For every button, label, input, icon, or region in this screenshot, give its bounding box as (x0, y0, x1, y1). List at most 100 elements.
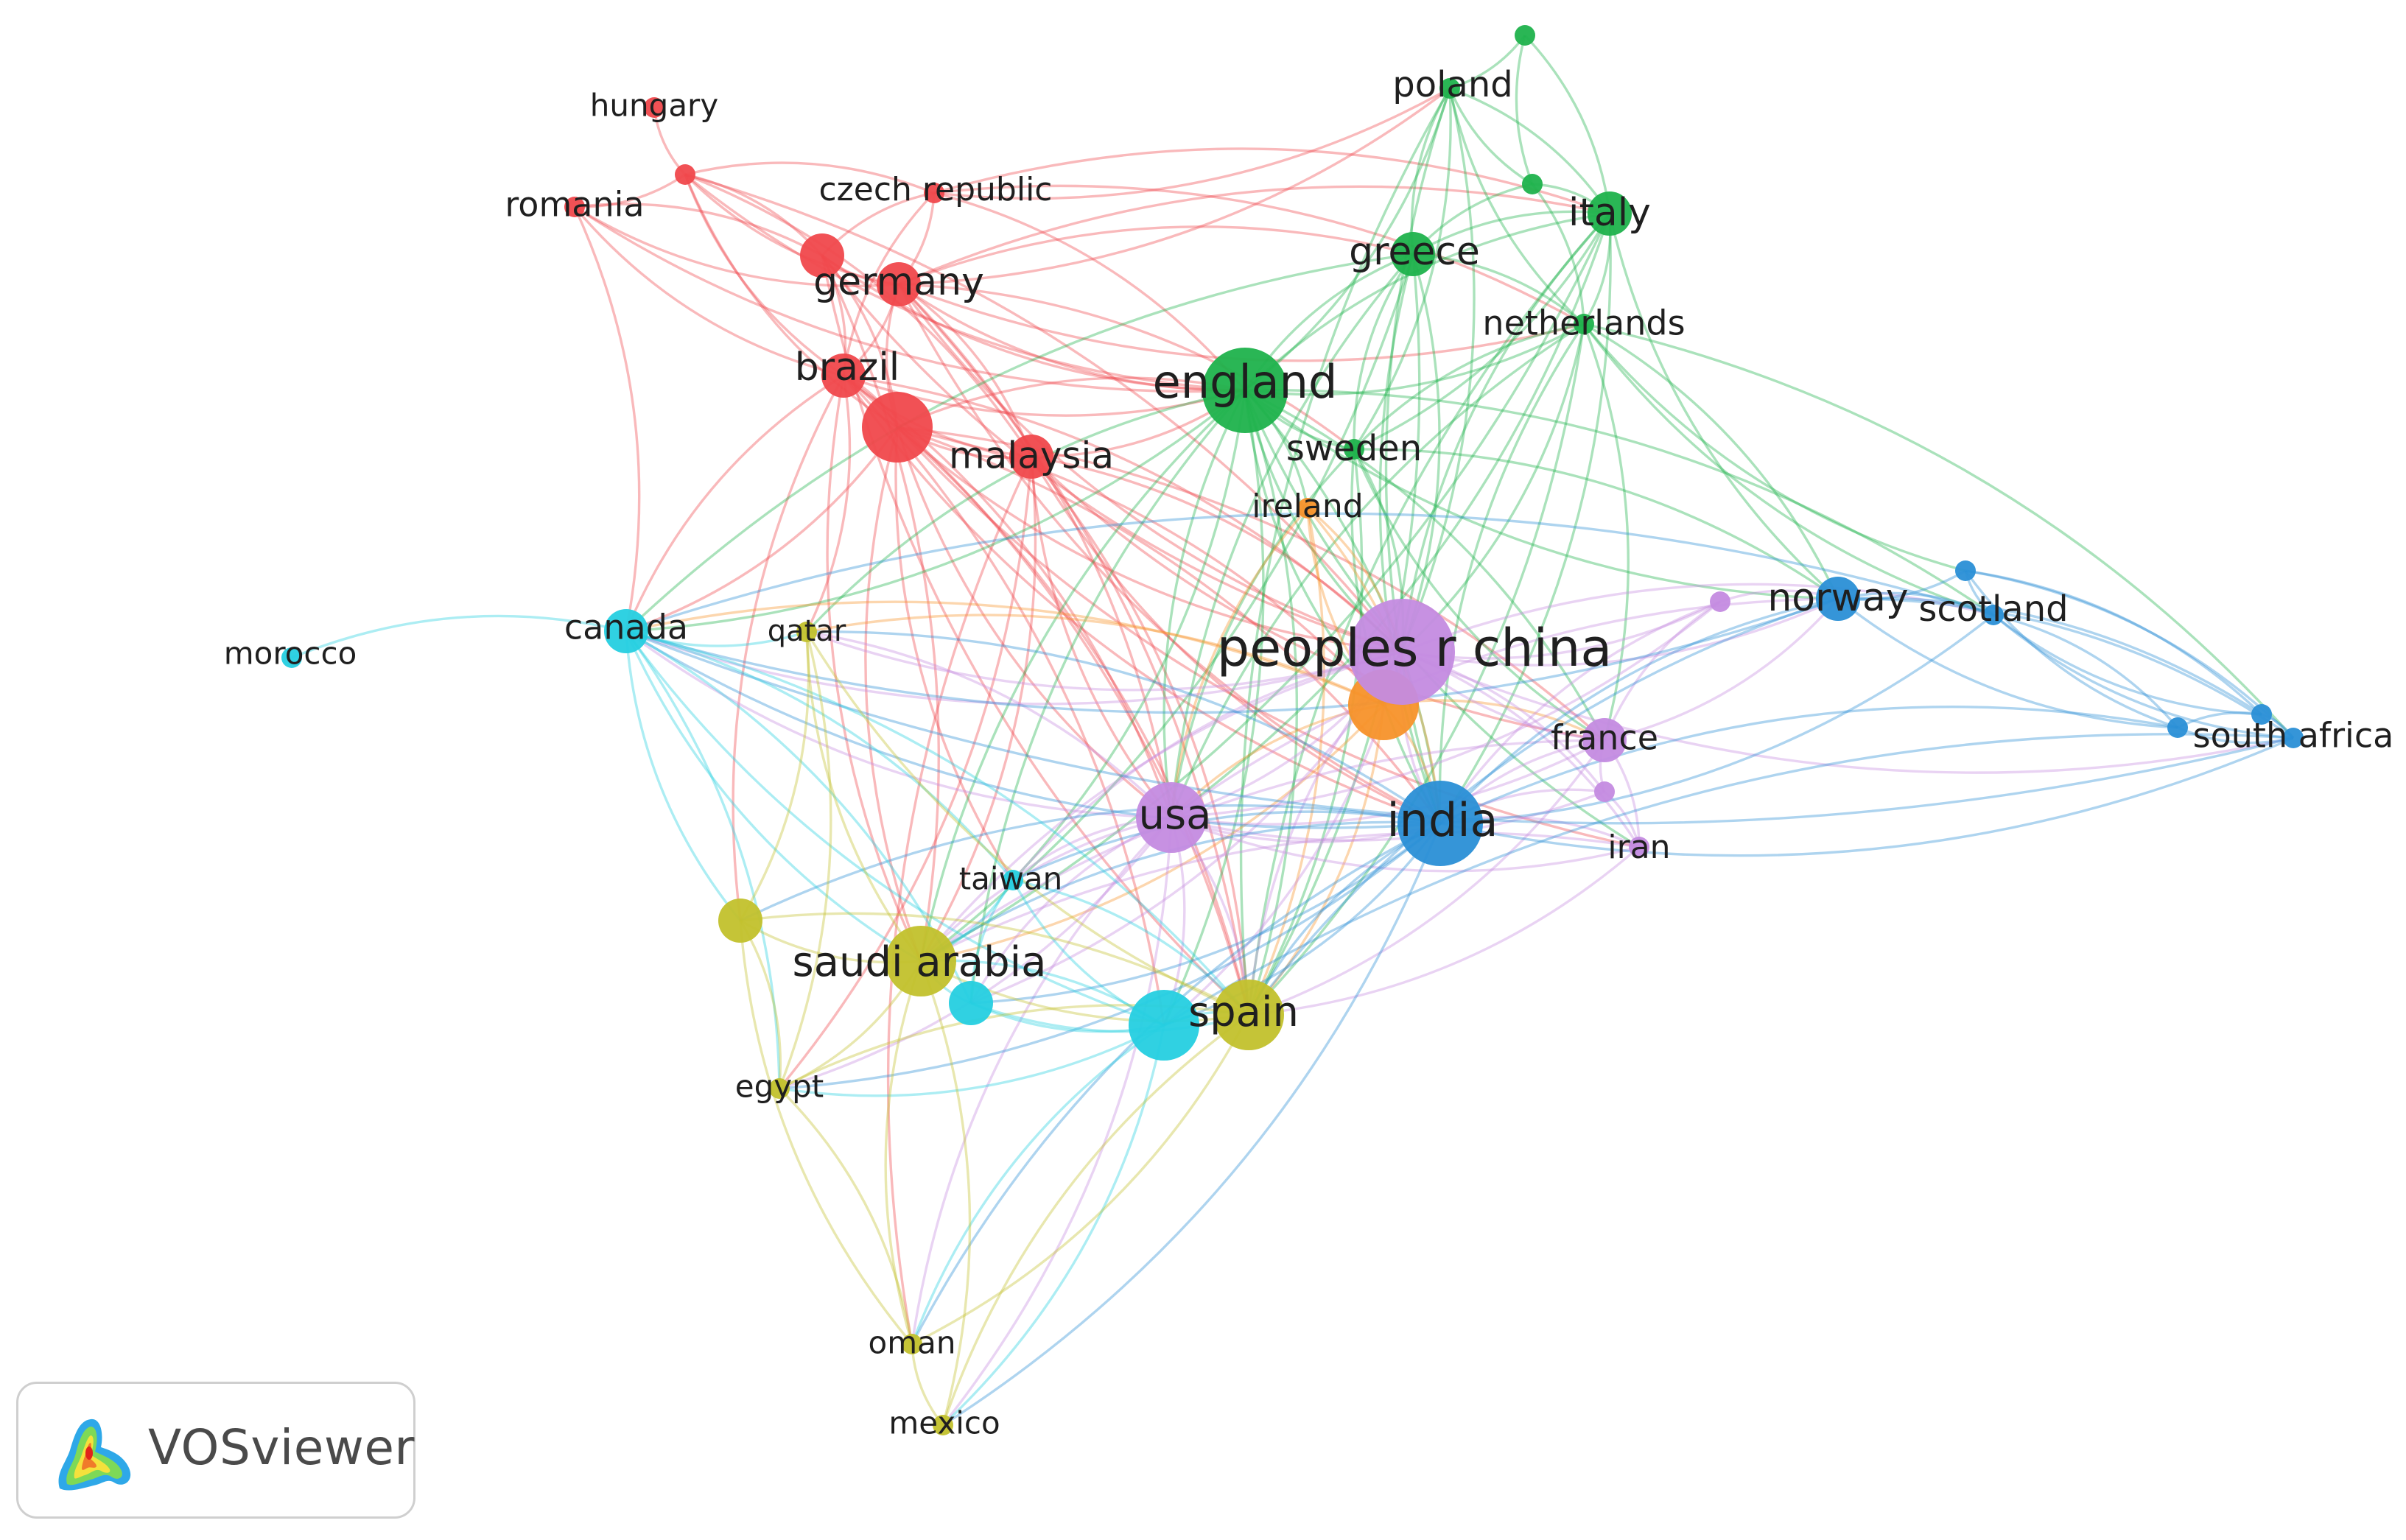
link-south_africa-india (1439, 736, 2294, 857)
node-label-saudi-arabia[interactable]: saudi arabia (793, 938, 1047, 986)
node-greece[interactable] (1391, 232, 1435, 276)
node-label-germany[interactable]: germany (813, 260, 984, 304)
node-italy[interactable] (1588, 191, 1632, 236)
node-iran[interactable] (1629, 837, 1649, 857)
node-label-egypt[interactable]: egypt (735, 1069, 824, 1105)
node-scotland[interactable] (1983, 605, 2004, 625)
node-spain[interactable] (1213, 980, 1284, 1050)
node-blue-a[interactable] (1955, 560, 1976, 581)
node-hungary[interactable] (644, 97, 664, 118)
link-netherlands-spain (1247, 323, 1585, 1016)
node-label-romania[interactable]: romania (505, 185, 644, 225)
node-brazil[interactable] (821, 354, 866, 398)
node-ireland[interactable] (1297, 498, 1318, 518)
node-yellow-a[interactable] (718, 899, 762, 943)
node-label-greece[interactable]: greece (1349, 230, 1480, 274)
node-norway[interactable] (1816, 577, 1860, 621)
node-oman[interactable] (902, 1334, 922, 1354)
link-red_a-czech_republic (684, 161, 935, 194)
link-germany-sweden (898, 283, 1355, 451)
link-usa-egypt (779, 816, 1173, 1090)
link-spain_cyan-egypt (779, 1024, 1165, 1097)
node-red-a[interactable] (675, 164, 695, 185)
node-label-mexico[interactable]: mexico (888, 1405, 1000, 1441)
node-mexico[interactable] (933, 1415, 953, 1435)
node-qatar[interactable] (796, 622, 817, 642)
node-label-scotland[interactable]: scotland (1918, 588, 2068, 630)
node-label-france[interactable]: france (1551, 718, 1658, 758)
node-label-spain[interactable]: spain (1188, 988, 1299, 1036)
node-germany[interactable] (877, 262, 921, 306)
node-label-norway[interactable]: norway (1767, 576, 1908, 620)
node-cyan-a[interactable] (949, 981, 993, 1025)
node-morocco[interactable] (281, 647, 302, 668)
link-poland-green_b (1448, 88, 1533, 186)
node-usa[interactable] (1136, 782, 1207, 853)
link-netherlands-peoples_r_china (1400, 323, 1585, 653)
link-red_a-germany (684, 173, 899, 286)
link-red_c-spain (896, 426, 1250, 1016)
node-saudi-arabia[interactable] (885, 926, 956, 996)
link-green_a-green_b (1515, 35, 1534, 185)
node-spain-cyan[interactable] (1129, 990, 1199, 1061)
node-sweden[interactable] (1344, 439, 1364, 460)
link-orange_a-canada (625, 600, 1384, 706)
node-label-canada[interactable]: canada (564, 608, 688, 647)
node-label-poland[interactable]: poland (1392, 64, 1512, 105)
node-label-ireland[interactable]: ireland (1252, 488, 1363, 525)
node-green-b[interactable] (1522, 174, 1543, 194)
link-netherlands-france (1582, 323, 1630, 741)
node-label-usa[interactable]: usa (1139, 791, 1212, 839)
node-malaysia[interactable] (1009, 435, 1053, 479)
node-canada[interactable] (604, 609, 648, 653)
node-red-b[interactable] (800, 233, 844, 278)
node-label-sweden[interactable]: sweden (1286, 428, 1422, 469)
link-red_c-england (897, 376, 1246, 429)
link-malaysia-saudi_arabia (919, 456, 1037, 962)
node-blue-c[interactable] (2251, 704, 2272, 725)
node-label-italy[interactable]: italy (1568, 191, 1651, 235)
link-romania-canada (573, 206, 641, 632)
link-red_c-peoples_r_china (896, 426, 1403, 653)
node-romania[interactable] (564, 197, 585, 217)
link-greece-canada (625, 253, 1414, 633)
node-purple-b[interactable] (1594, 781, 1615, 802)
node-label-brazil[interactable]: brazil (795, 345, 899, 390)
link-peoples_r_china-saudi_arabia (919, 650, 1403, 963)
node-label-england[interactable]: england (1153, 355, 1338, 409)
node-label-oman[interactable]: oman (869, 1325, 956, 1361)
node-label-taiwan[interactable]: taiwan (959, 861, 1063, 897)
link-purple_a-india (1439, 600, 1721, 824)
node-label-morocco[interactable]: morocco (224, 636, 357, 672)
node-purple-a[interactable] (1710, 591, 1730, 612)
node-label-czech-republic[interactable]: czech republic (818, 171, 1052, 208)
node-red-c[interactable] (862, 392, 933, 463)
node-label-hungary[interactable]: hungary (590, 88, 718, 124)
node-france[interactable] (1582, 718, 1627, 762)
node-label-peoples-r-china[interactable]: peoples r china (1217, 618, 1613, 678)
node-label-netherlands[interactable]: netherlands (1482, 303, 1685, 343)
link-green_b-netherlands (1531, 183, 1585, 325)
node-peoples-r-china[interactable] (1349, 599, 1455, 705)
node-czech-republic[interactable] (924, 183, 944, 203)
link-italy-spain (1247, 212, 1611, 1016)
node-egypt[interactable] (769, 1078, 790, 1099)
node-label-south-africa[interactable]: south africa (2193, 716, 2394, 756)
node-taiwan[interactable] (1003, 870, 1023, 890)
node-south-africa[interactable] (2283, 728, 2304, 748)
node-label-iran[interactable]: iran (1607, 829, 1670, 866)
node-netherlands[interactable] (1574, 314, 1594, 334)
node-blue-b[interactable] (2167, 717, 2188, 738)
link-greece-peoples_r_china (1400, 253, 1441, 653)
node-label-malaysia[interactable]: malaysia (949, 435, 1114, 477)
node-green-a[interactable] (1515, 25, 1535, 46)
link-india-spain_cyan (1163, 822, 1442, 1027)
node-poland[interactable] (1439, 78, 1460, 99)
node-label-india[interactable]: india (1386, 793, 1498, 847)
node-england[interactable] (1202, 348, 1288, 433)
node-label-qatar[interactable]: qatar (768, 614, 846, 648)
link-poland-italy (1449, 87, 1611, 214)
node-india[interactable] (1397, 781, 1483, 866)
link-italy-peoples_r_china (1400, 212, 1611, 653)
